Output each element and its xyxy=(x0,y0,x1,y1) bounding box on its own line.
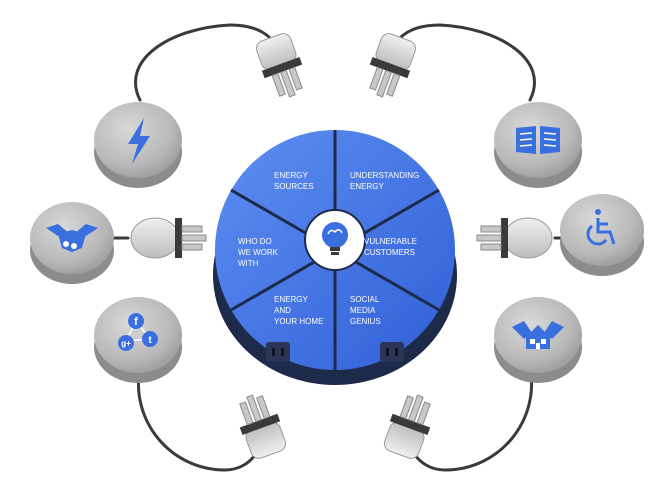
social-media-icon: f g+ t xyxy=(118,313,158,351)
cable-bottom-left xyxy=(137,366,257,472)
plug-mid-left xyxy=(130,217,207,259)
house-hands-icon xyxy=(512,321,564,349)
facebook-glyph: f xyxy=(134,316,138,328)
socket-left xyxy=(266,342,290,362)
lightning-icon xyxy=(128,118,150,164)
node-partners[interactable] xyxy=(30,202,114,284)
cables xyxy=(108,23,577,472)
cable-top-right xyxy=(398,23,536,102)
segment-label-vulnerable-customers[interactable]: VULNERABLE CUSTOMERS xyxy=(364,237,419,257)
handshake-icon xyxy=(46,224,98,252)
google-plus-glyph: g+ xyxy=(121,339,131,348)
central-hub: ENERGY SOURCES UNDERSTANDING ENERGY VULN… xyxy=(213,130,457,385)
facebook-icon xyxy=(128,313,144,329)
segment-label-energy-sources[interactable]: ENERGY SOURCES xyxy=(274,171,314,191)
node-social[interactable]: f g+ t xyxy=(94,297,182,383)
segment-label-energy-and-your-home[interactable]: ENERGY AND YOUR HOME xyxy=(274,295,323,326)
node-home[interactable] xyxy=(494,297,582,383)
node-learning[interactable] xyxy=(494,102,582,188)
plug-bottom-right xyxy=(383,394,431,459)
segment-label-who-do-we-work-with[interactable]: WHO DO WE WORK WITH xyxy=(238,237,280,268)
socket-right xyxy=(380,342,404,362)
segment-label-understanding-energy[interactable]: UNDERSTANDING ENERGY xyxy=(350,171,421,191)
plug-bottom-left xyxy=(239,394,287,459)
node-energy[interactable] xyxy=(94,102,182,188)
plug-top-left xyxy=(255,33,303,98)
hub-labels: ENERGY SOURCES UNDERSTANDING ENERGY VULN… xyxy=(238,171,421,326)
twitter-glyph: t xyxy=(148,335,152,346)
google-plus-icon xyxy=(118,335,134,351)
plug-top-right xyxy=(369,33,417,98)
open-book-icon xyxy=(516,126,560,154)
lightbulb-brain-icon xyxy=(322,222,348,255)
wheelchair-icon xyxy=(586,209,616,246)
plug-mid-right xyxy=(476,217,553,259)
twitter-icon xyxy=(142,331,158,347)
cable-top-left xyxy=(134,23,272,102)
cable-bottom-right xyxy=(413,366,533,472)
node-accessibility[interactable] xyxy=(560,194,644,276)
segment-label-social-media-genius[interactable]: SOCIAL MEDIA GENIUS xyxy=(350,295,381,326)
